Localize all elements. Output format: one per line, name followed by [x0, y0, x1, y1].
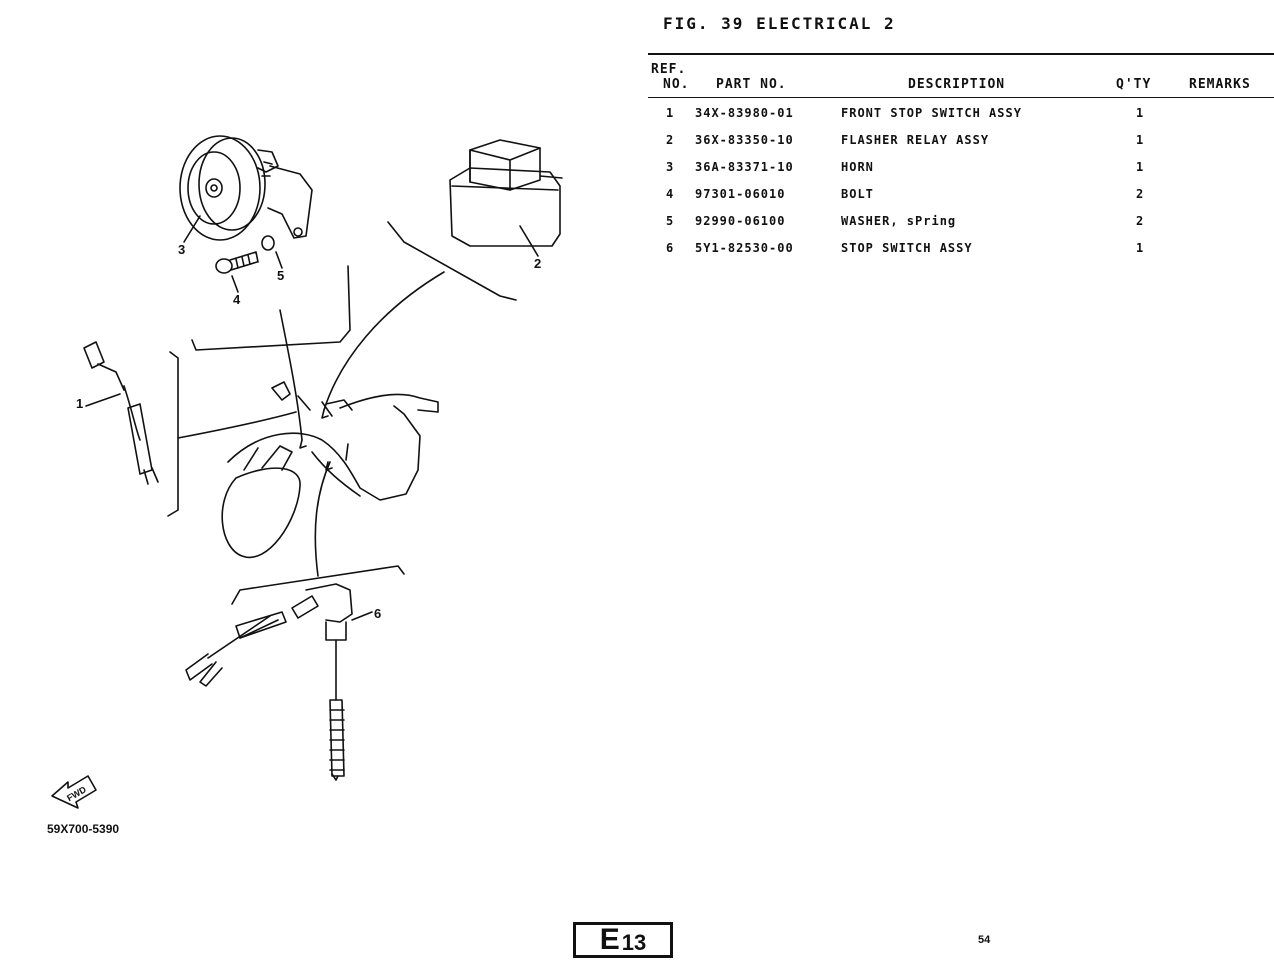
forward-arrow-icon: FWD — [51, 775, 97, 809]
qty: 1 — [1136, 241, 1145, 255]
table-row: 3 36A-83371-10 HORN 1 — [648, 160, 1274, 180]
header-qty: Q'TY — [1116, 77, 1152, 92]
assembly-leader-lines — [167, 221, 517, 605]
part-no: 5Y1-82530-00 — [695, 241, 794, 255]
diagram-label-4: 4 — [233, 292, 241, 307]
section-badge: E 13 — [573, 922, 673, 958]
table-row: 6 5Y1-82530-00 STOP SWITCH ASSY 1 — [648, 241, 1274, 261]
table-row: 4 97301-06010 BOLT 2 — [648, 187, 1274, 207]
qty: 2 — [1136, 214, 1145, 228]
description: FLASHER RELAY ASSY — [841, 133, 990, 147]
ref-no: 4 — [666, 187, 675, 201]
bolt-illustration — [215, 251, 259, 274]
horn-illustration — [179, 135, 313, 241]
part-no: 36A-83371-10 — [695, 160, 794, 174]
diagram-label-1: 1 — [76, 396, 83, 411]
ref-no: 5 — [666, 214, 675, 228]
section-letter: E — [599, 923, 620, 956]
qty: 2 — [1136, 187, 1145, 201]
header-remarks: REMARKS — [1189, 77, 1251, 92]
description: WASHER, sPring — [841, 214, 957, 228]
header-underline — [648, 97, 1274, 98]
diagram-label-2: 2 — [534, 256, 541, 271]
table-row: 2 36X-83350-10 FLASHER RELAY ASSY 1 — [648, 133, 1274, 153]
exploded-parts-diagram: 1 2 3 4 5 6 FWD — [51, 135, 563, 809]
diagram-label-5: 5 — [277, 268, 284, 283]
description: BOLT — [841, 187, 874, 201]
header-ref-line1: REF. — [651, 62, 687, 77]
description: FRONT STOP SWITCH ASSY — [841, 106, 1022, 120]
description: STOP SWITCH ASSY — [841, 241, 973, 255]
part-no: 34X-83980-01 — [695, 106, 794, 120]
ref-no: 2 — [666, 133, 675, 147]
ref-no: 6 — [666, 241, 675, 255]
header-rule — [648, 53, 1274, 55]
catalog-number: 59X700-5390 — [47, 822, 120, 836]
qty: 1 — [1136, 106, 1145, 120]
header-ref-line2: NO. — [663, 77, 690, 92]
diagram-label-3: 3 — [178, 242, 185, 257]
part-no: 36X-83350-10 — [695, 133, 794, 147]
flasher-relay-illustration — [449, 139, 563, 247]
part-no: 92990-06100 — [695, 214, 786, 228]
header-description: DESCRIPTION — [908, 77, 1006, 92]
table-row: 1 34X-83980-01 FRONT STOP SWITCH ASSY 1 — [648, 106, 1274, 126]
page-number: 54 — [978, 934, 991, 946]
figure-title: FIG. 39 ELECTRICAL 2 — [663, 14, 896, 33]
ref-no: 1 — [666, 106, 675, 120]
description: HORN — [841, 160, 874, 174]
diagram-label-6: 6 — [374, 606, 381, 621]
front-stop-switch-illustration — [83, 341, 159, 485]
washer-illustration — [261, 235, 275, 251]
header-part-no: PART NO. — [716, 77, 787, 92]
table-row: 5 92990-06100 WASHER, sPring 2 — [648, 214, 1274, 234]
motorcycle-frame-illustration — [221, 381, 439, 559]
stop-switch-illustration — [185, 583, 353, 781]
qty: 1 — [1136, 160, 1145, 174]
ref-no: 3 — [666, 160, 675, 174]
part-no: 97301-06010 — [695, 187, 786, 201]
section-number: 13 — [621, 930, 647, 955]
qty: 1 — [1136, 133, 1145, 147]
